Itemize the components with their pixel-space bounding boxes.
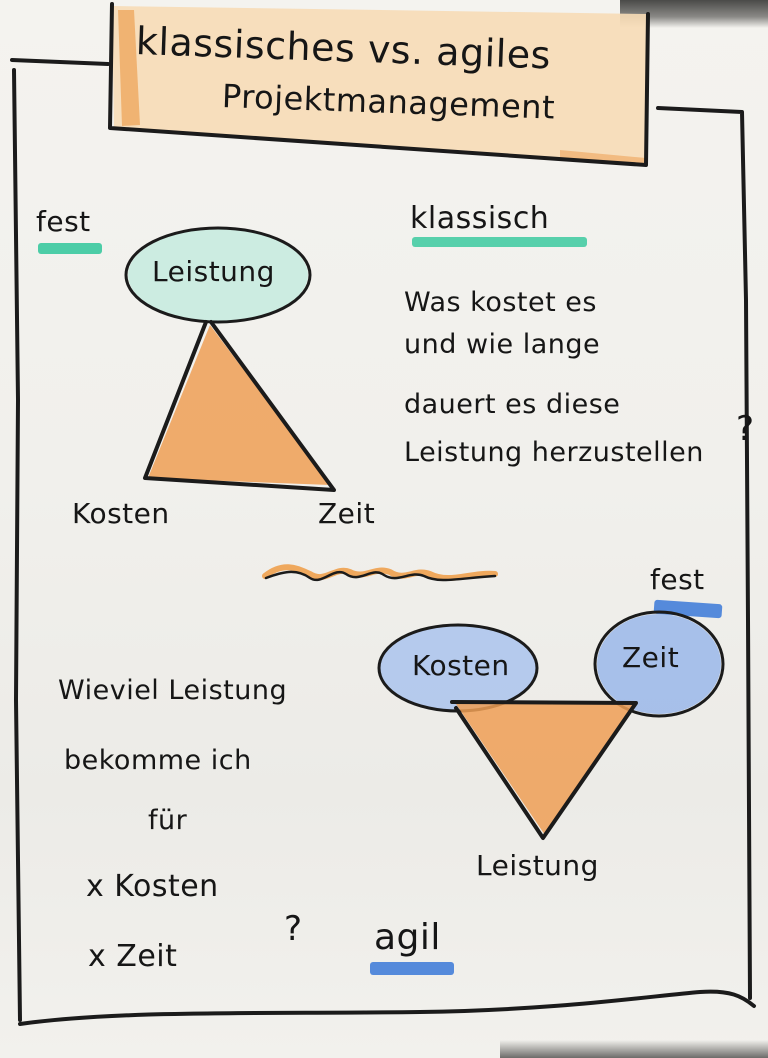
- agil-underline: [370, 962, 454, 975]
- klassisch-underline: [412, 237, 587, 247]
- agile-question-line-5: x Zeit: [88, 939, 178, 974]
- kosten-label-agile: Kosten: [412, 649, 510, 682]
- leistung-label-classic: Leistung: [152, 255, 275, 288]
- leistung-ellipse-classic: [124, 226, 312, 324]
- wall-shadow-bottom: [500, 1040, 768, 1058]
- agile-question-mark: ?: [284, 909, 303, 949]
- fest-label-agile: fest: [650, 563, 705, 596]
- leistung-label-agile: Leistung: [476, 849, 599, 882]
- classic-question-line-1: Was kostet es: [404, 287, 597, 318]
- fest-highlight-classic: [38, 243, 102, 254]
- triangle-agile: [450, 700, 638, 840]
- agile-question-line-1: Wieviel Leistung: [58, 675, 288, 706]
- kosten-label-classic: Kosten: [72, 497, 170, 530]
- agile-question-line-2: bekomme ich: [64, 745, 252, 776]
- classic-question-line-4: Leistung herzustellen: [404, 437, 704, 468]
- classic-question-mark: ?: [736, 409, 755, 449]
- classic-question-line-3: dauert es diese: [404, 389, 621, 420]
- zeit-ellipse-agile: [593, 610, 725, 718]
- agil-heading: agil: [374, 917, 441, 958]
- wavy-divider: [262, 564, 498, 582]
- triangle-classic: [143, 320, 336, 492]
- title-box: [108, 2, 650, 167]
- agile-question-line-4: x Kosten: [86, 869, 219, 904]
- agile-question-line-3: für: [148, 805, 188, 836]
- zeit-label-classic: Zeit: [318, 497, 376, 530]
- klassisch-heading: klassisch: [410, 201, 550, 236]
- classic-question-line-2: und wie lange: [404, 329, 601, 360]
- zeit-label-agile: Zeit: [622, 641, 680, 674]
- page-frame: [10, 58, 756, 1026]
- fest-label-classic: fest: [36, 205, 91, 238]
